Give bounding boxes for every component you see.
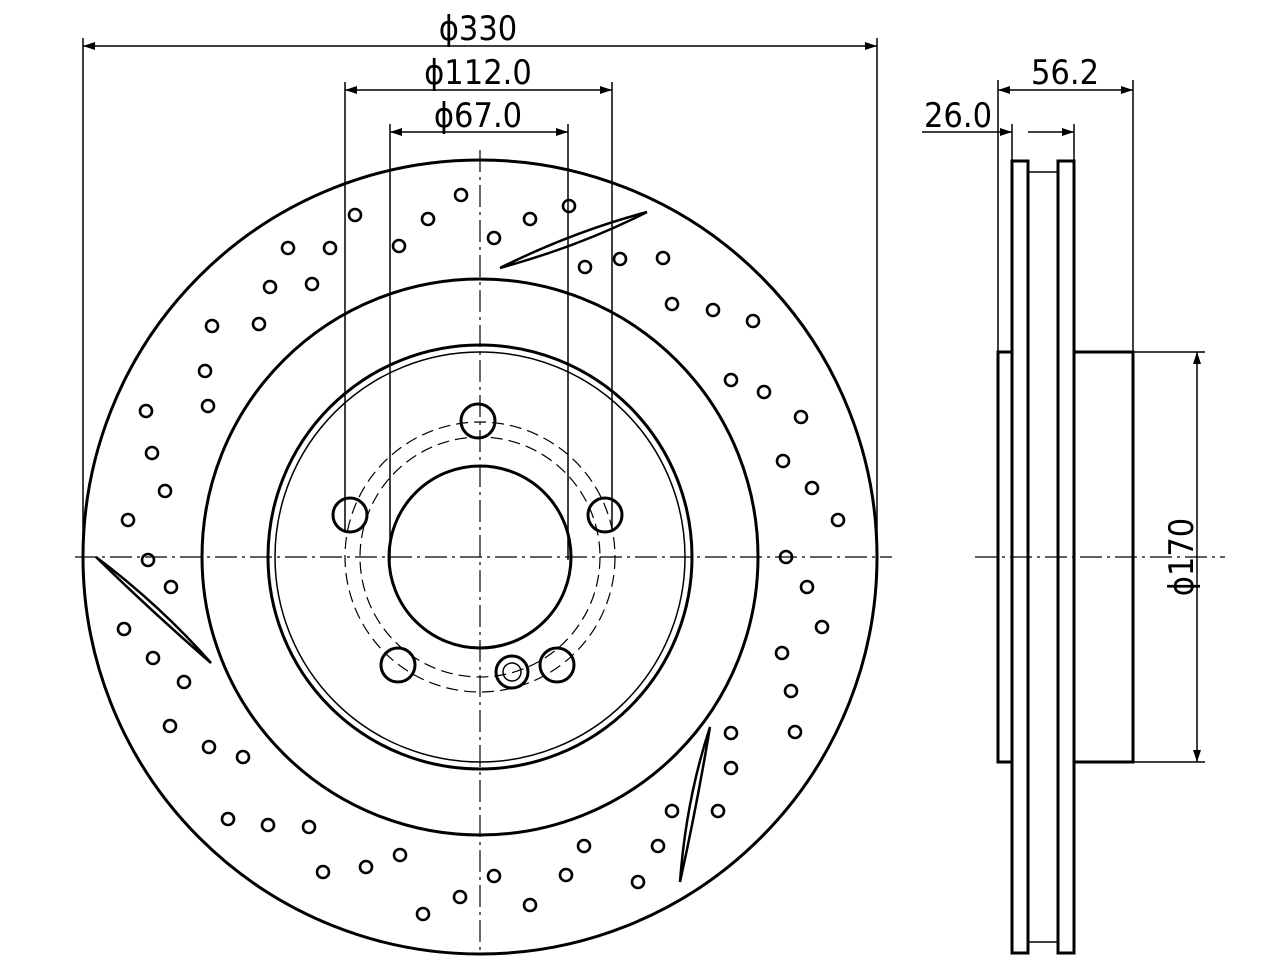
side-view xyxy=(975,159,1225,955)
hat-step-circle xyxy=(274,351,686,763)
drill-hole xyxy=(774,645,790,661)
drill-hole xyxy=(756,384,772,400)
slot xyxy=(499,210,648,270)
drill-hole xyxy=(612,251,628,267)
drill-hole xyxy=(200,398,216,414)
drill-hole xyxy=(775,453,791,469)
drill-hole xyxy=(162,718,178,734)
dim-hat-diameter: ϕ170 xyxy=(1162,518,1202,597)
drill-hole xyxy=(630,874,646,890)
bolt-hole xyxy=(538,646,576,684)
dim-thickness: 26.0 xyxy=(924,96,992,136)
drill-hole xyxy=(453,187,469,203)
drill-hole xyxy=(799,579,815,595)
drill-hole xyxy=(787,724,803,740)
drill-hole xyxy=(116,621,132,637)
bolt-hole xyxy=(586,496,624,534)
drill-hole xyxy=(358,859,374,875)
drill-hole xyxy=(235,749,251,765)
drill-hole xyxy=(251,316,267,332)
drill-hole xyxy=(577,259,593,275)
drill-hole xyxy=(262,279,278,295)
bolt-hole xyxy=(331,496,369,534)
drill-hole xyxy=(392,847,408,863)
center-bore-circle xyxy=(387,464,573,650)
drill-hole xyxy=(793,409,809,425)
hat-body xyxy=(1074,350,1135,764)
drill-hole xyxy=(723,372,739,388)
drill-hole xyxy=(145,650,161,666)
drill-hole xyxy=(814,619,830,635)
drill-hole xyxy=(723,725,739,741)
drill-hole xyxy=(420,211,436,227)
drill-hole xyxy=(138,403,154,419)
drill-hole xyxy=(260,817,276,833)
bolt-hole xyxy=(459,402,497,440)
bolt-circle-dashed xyxy=(344,421,616,693)
drill-hole xyxy=(140,552,156,568)
hat-outer-circle xyxy=(266,343,694,771)
drill-hole xyxy=(315,864,331,880)
drill-hole xyxy=(558,867,574,883)
dim-center-bore: ϕ67.0 xyxy=(434,96,522,136)
drill-hole xyxy=(197,363,213,379)
drill-hole xyxy=(664,296,680,312)
drill-hole xyxy=(204,318,220,334)
drill-hole xyxy=(783,683,799,699)
drill-hole xyxy=(561,198,577,214)
drill-hole xyxy=(522,211,538,227)
drill-hole xyxy=(778,549,794,565)
drill-hole xyxy=(830,512,846,528)
drill-hole xyxy=(486,868,502,884)
drill-hole xyxy=(486,230,502,246)
drill-hole xyxy=(650,838,666,854)
drill-hole xyxy=(144,445,160,461)
drill-hole xyxy=(347,207,363,223)
dimensions: ϕ330 ϕ112.0 ϕ67.0 56.2 26.0 ϕ170 xyxy=(82,9,1205,763)
drill-hole xyxy=(280,240,296,256)
drill-hole xyxy=(163,579,179,595)
drill-hole xyxy=(804,480,820,496)
dim-outer-diameter: ϕ330 xyxy=(439,9,518,49)
drill-hole xyxy=(452,889,468,905)
dim-overall-height: 56.2 xyxy=(1031,53,1099,93)
drill-hole xyxy=(745,313,761,329)
bolt-hole xyxy=(379,646,417,684)
drill-hole xyxy=(391,238,407,254)
drill-hole xyxy=(664,803,680,819)
locating-screw-hole xyxy=(494,654,530,690)
inner-friction-plate xyxy=(1056,159,1076,955)
drill-hole xyxy=(723,760,739,776)
drill-hole xyxy=(576,838,592,854)
drill-hole xyxy=(710,803,726,819)
drill-hole xyxy=(415,906,431,922)
drill-hole xyxy=(705,302,721,318)
drill-hole xyxy=(304,276,320,292)
drill-hole xyxy=(157,483,173,499)
slot xyxy=(678,726,712,883)
friction-ring-inner-circle xyxy=(200,277,760,837)
front-view xyxy=(75,150,892,956)
slots xyxy=(95,210,712,883)
drill-hole xyxy=(522,897,538,913)
drill-hole xyxy=(176,674,192,690)
locating-screw-hole-inner xyxy=(502,662,522,682)
drilled-holes xyxy=(116,187,846,922)
drill-hole xyxy=(655,250,671,266)
bolt-holes xyxy=(331,402,624,684)
hub-flange xyxy=(996,350,1014,764)
locating-screw-hole-outer xyxy=(494,654,530,690)
dim-bolt-circle: ϕ112.0 xyxy=(424,53,532,93)
drill-hole xyxy=(201,739,217,755)
drill-hole xyxy=(120,512,136,528)
slot xyxy=(95,556,212,664)
drill-hole xyxy=(220,811,236,827)
drill-hole xyxy=(301,819,317,835)
drill-hole xyxy=(322,240,338,256)
